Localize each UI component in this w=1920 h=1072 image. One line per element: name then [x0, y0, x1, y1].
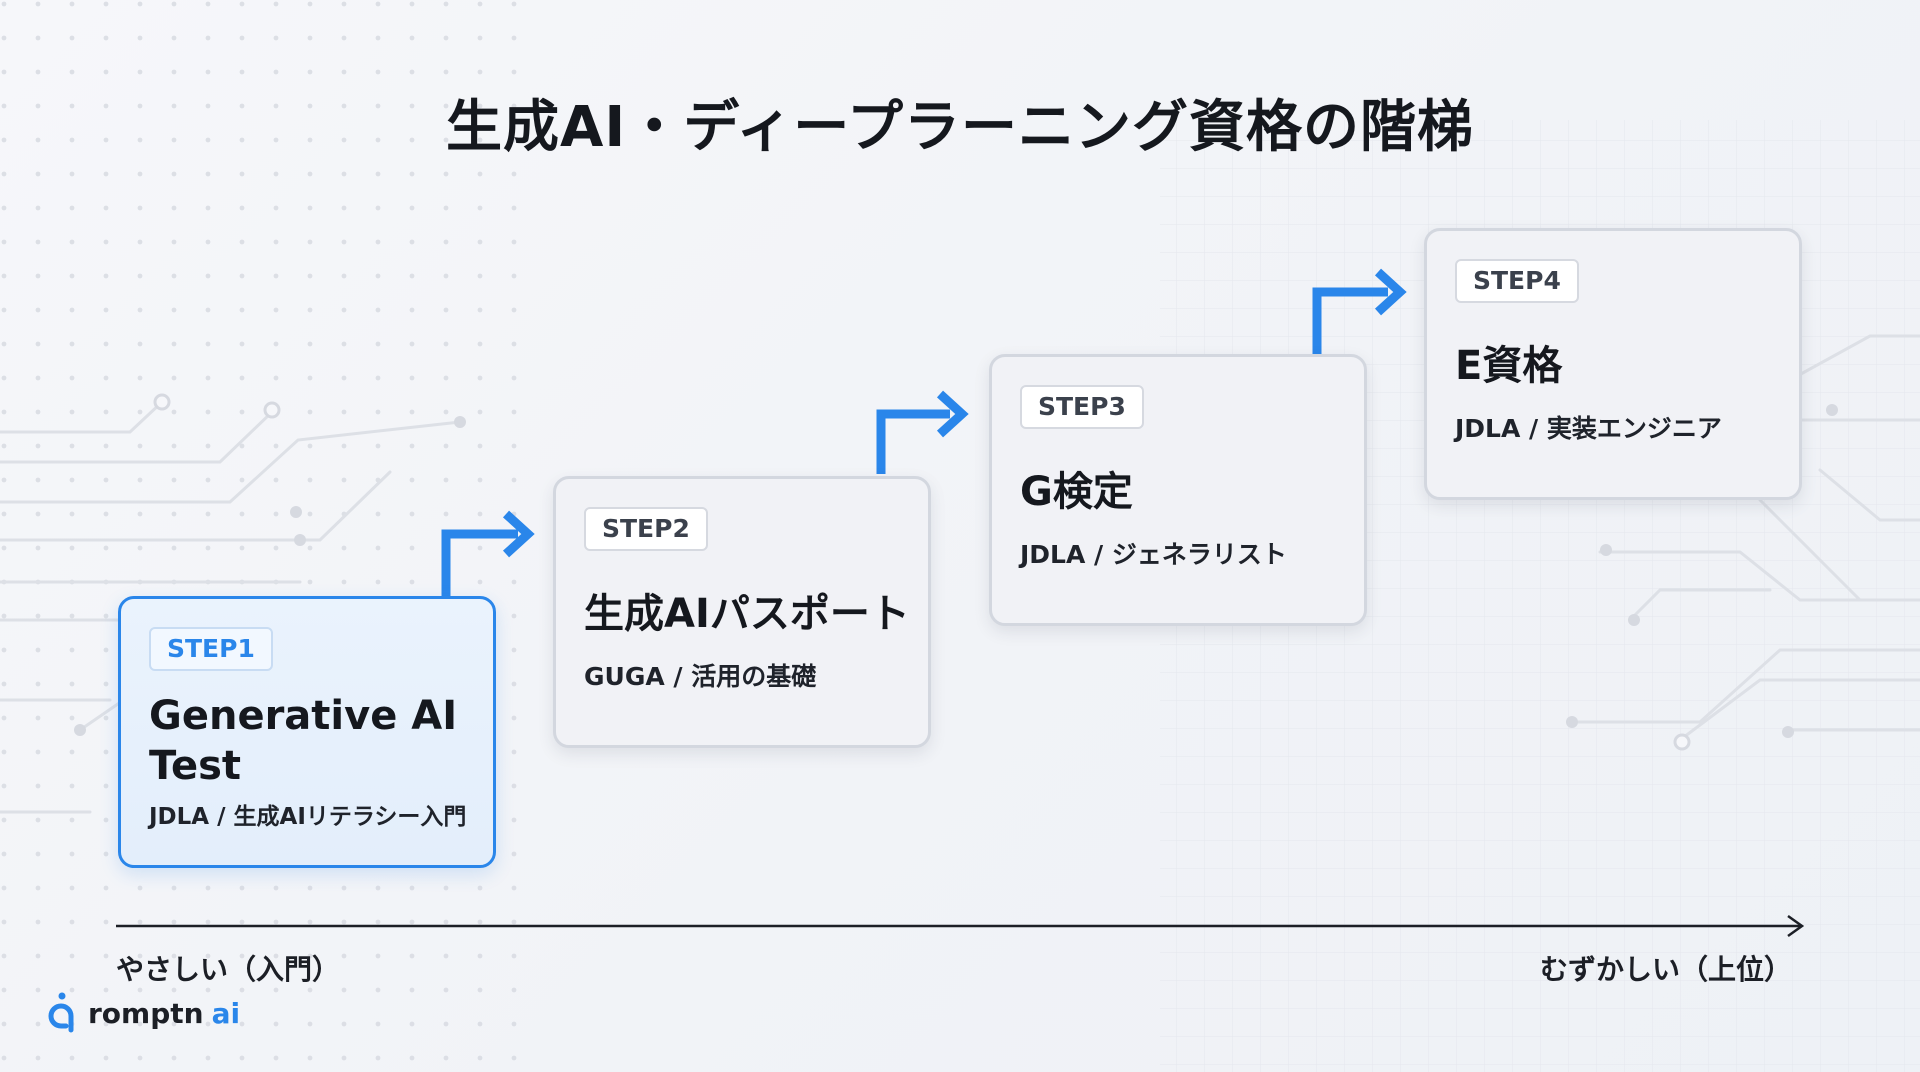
difficulty-axis — [116, 914, 1805, 938]
step-title: 生成AIパスポート — [584, 591, 910, 637]
step-title: G検定 — [1020, 469, 1133, 515]
axis-label-hard: むずかしい（上位） — [1539, 953, 1792, 986]
step-subtitle: JDLA / 生成AIリテラシー入門 — [149, 804, 467, 830]
brand-logo: romptn ai — [44, 990, 240, 1036]
step-arrow-3 — [1312, 287, 1388, 354]
step-card-2[interactable]: STEP2 生成AIパスポート GUGA / 活用の基礎 — [553, 476, 931, 748]
step-subtitle: GUGA / 活用の基礎 — [584, 662, 817, 691]
logo-mark-icon — [48, 992, 74, 1033]
logo-accent: ai — [211, 996, 241, 1030]
arrow-head-icon — [1374, 268, 1407, 316]
step-badge: STEP1 — [149, 627, 273, 671]
step-badge: STEP2 — [584, 507, 708, 551]
logo-text: romptn — [88, 996, 204, 1030]
step-card-4[interactable]: STEP4 E資格 JDLA / 実装エンジニア — [1424, 228, 1802, 500]
step-arrow-2 — [876, 409, 950, 474]
step-card-3[interactable]: STEP3 G検定 JDLA / ジェネラリスト — [989, 354, 1367, 626]
step-card-1[interactable]: STEP1 Generative AI Test JDLA / 生成AIリテラシ… — [118, 596, 496, 868]
page-title: 生成AI・ディープラーニング資格の階梯 — [446, 95, 1474, 160]
step-badge: STEP3 — [1020, 385, 1144, 429]
step-subtitle: JDLA / ジェネラリスト — [1020, 540, 1287, 569]
step-title: E資格 — [1455, 343, 1563, 389]
step-subtitle: JDLA / 実装エンジニア — [1455, 414, 1722, 443]
step-arrow-1 — [441, 529, 518, 596]
axis-label-easy: やさしい（入門） — [116, 953, 341, 986]
arrow-head-icon — [502, 510, 535, 558]
arrow-head-icon — [936, 390, 969, 438]
step-badge: STEP4 — [1455, 259, 1579, 303]
step-title: Generative AI Test — [149, 693, 458, 789]
